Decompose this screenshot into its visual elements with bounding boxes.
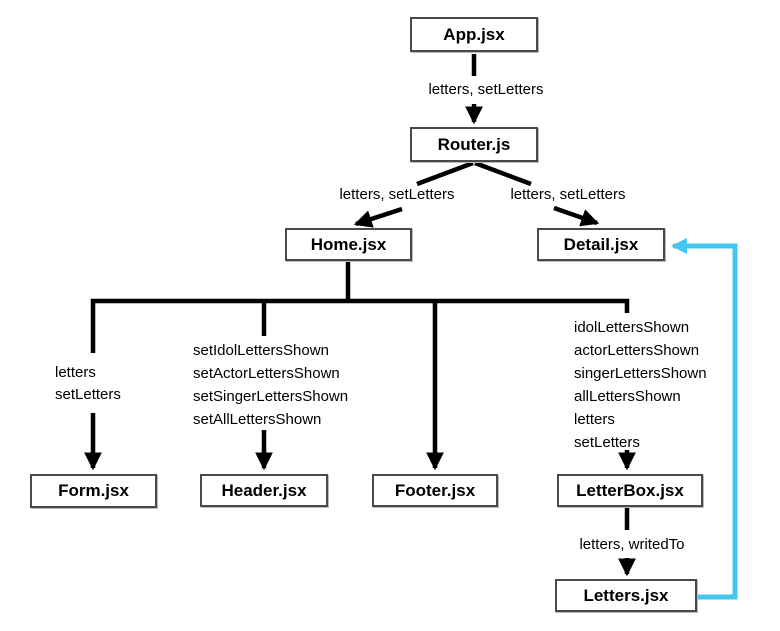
node-router-label: Router.js bbox=[437, 134, 511, 154]
edge-label-home-header-line: setSingerLettersShown bbox=[193, 388, 349, 405]
edge-label-home-form: letters setLetters bbox=[55, 362, 121, 406]
node-footer-label: Footer.jsx bbox=[394, 480, 476, 500]
edge-label-home-header-line: setActorLettersShown bbox=[193, 365, 340, 382]
edge-letters-detail-feedback-arrow bbox=[670, 237, 738, 600]
edge-label-home-letterbox-line: letters bbox=[574, 411, 615, 428]
node-detail: Detail.jsx bbox=[537, 228, 665, 261]
node-home-label: Home.jsx bbox=[310, 234, 387, 254]
branch-bus bbox=[90, 298, 630, 353]
edge-label-home-letterbox-line: idolLettersShown bbox=[574, 319, 690, 336]
node-header: Header.jsx bbox=[200, 474, 328, 507]
node-form-label: Form.jsx bbox=[58, 481, 129, 500]
edge-label-home-header: setIdolLettersShown setActorLettersShown… bbox=[193, 339, 348, 431]
node-letters: Letters.jsx bbox=[555, 579, 697, 612]
edge-router-detail-stub bbox=[474, 160, 532, 187]
edge-label-home-form-line: setLetters bbox=[55, 386, 121, 403]
edge-label-router-detail: letters, setLetters bbox=[510, 186, 626, 203]
node-router: Router.js bbox=[410, 127, 538, 162]
node-header-label: Header.jsx bbox=[221, 480, 307, 500]
node-letterbox-label: LetterBox.jsx bbox=[576, 480, 684, 500]
node-detail-label: Detail.jsx bbox=[563, 234, 639, 254]
node-form: Form.jsx bbox=[30, 474, 157, 508]
node-footer: Footer.jsx bbox=[372, 474, 498, 507]
edge-label-home-letterbox: idolLettersShown actorLettersShown singe… bbox=[574, 316, 707, 454]
node-app: App.jsx bbox=[410, 17, 538, 52]
node-letterbox: LetterBox.jsx bbox=[557, 474, 703, 507]
edge-label-home-letterbox-line: actorLettersShown bbox=[574, 342, 700, 359]
node-home: Home.jsx bbox=[285, 228, 412, 261]
node-app-label: App.jsx bbox=[443, 24, 505, 44]
node-letters-label: Letters.jsx bbox=[583, 585, 669, 605]
edge-label-home-letterbox-line: allLettersShown bbox=[574, 388, 681, 405]
edge-router-home-arrow bbox=[353, 206, 403, 228]
edge-label-letterbox-letters: letters, writedTo bbox=[579, 536, 685, 553]
edge-label-app-router: letters, setLetters bbox=[428, 81, 544, 98]
edge-router-detail-arrow bbox=[553, 205, 600, 227]
edge-label-home-header-line: setIdolLettersShown bbox=[193, 342, 329, 359]
edge-router-home-stub bbox=[416, 160, 474, 187]
edge-label-home-letterbox-line: singerLettersShown bbox=[574, 365, 707, 382]
edge-label-router-home: letters, setLetters bbox=[339, 186, 455, 203]
edge-label-home-form-line: letters bbox=[55, 364, 96, 381]
edge-label-home-header-line: setAllLettersShown bbox=[193, 411, 322, 428]
edge-label-home-letterbox-line: setLetters bbox=[574, 434, 640, 451]
